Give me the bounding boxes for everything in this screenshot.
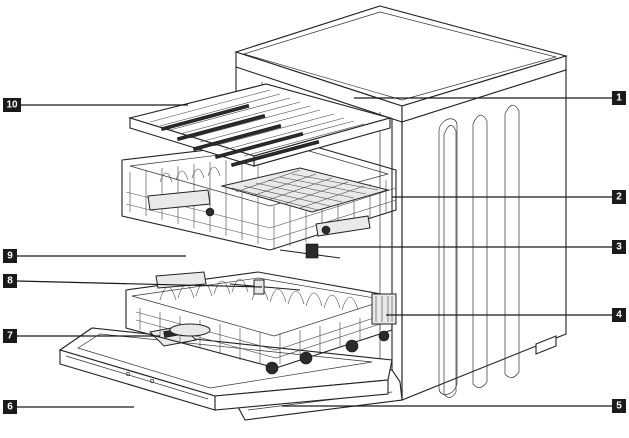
callout-2: 2 [612, 190, 626, 204]
callout-5-label: 5 [616, 401, 622, 412]
upper-spray-arm [280, 244, 340, 258]
callout-1: 1 [612, 91, 626, 105]
callout-10: 10 [3, 98, 21, 112]
callout-5: 5 [612, 399, 626, 413]
callout-7: 7 [3, 329, 17, 343]
callout-9: 9 [3, 249, 17, 263]
callout-8: 8 [3, 274, 17, 288]
callout-4-label: 4 [616, 310, 622, 321]
callout-3: 3 [612, 240, 626, 254]
callout-6: 6 [3, 400, 17, 414]
callout-7-label: 7 [7, 331, 13, 342]
callout-1-label: 1 [616, 93, 622, 104]
callout-10-label: 10 [6, 100, 18, 111]
callout-3-label: 3 [616, 242, 622, 253]
callout-4: 4 [612, 308, 626, 322]
dishwasher-door [60, 326, 392, 410]
callout-8-label: 8 [7, 276, 13, 287]
callout-2-label: 2 [616, 192, 622, 203]
leader-line-8 [17, 281, 262, 287]
filter [170, 324, 210, 336]
callout-9-label: 9 [7, 251, 13, 262]
callout-6-label: 6 [7, 402, 13, 413]
